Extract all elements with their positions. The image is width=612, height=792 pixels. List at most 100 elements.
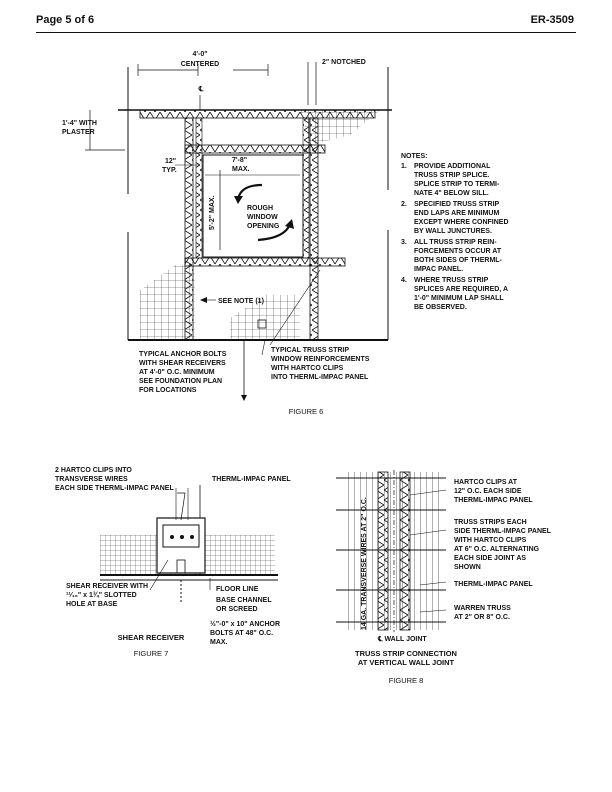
figure-7-title: SHEAR RECEIVER [118,633,185,642]
arrow-head [234,196,243,204]
figure-8-title-1: TRUSS STRIP CONNECTION [355,649,457,658]
jamb-truss [195,117,203,259]
figure-7-caption: FIGURE 7 [134,649,169,658]
note-4-num: 4. [401,277,407,284]
base-channel-1: BASE CHANNEL [216,597,272,604]
figure-6-caption: FIGURE 6 [289,407,324,416]
hartco-label-1: HARTCO CLIPS AT [454,479,518,486]
wire-mesh [300,110,380,145]
truss-strip-2: WINDOW REINFORCEMENTS [271,356,370,363]
transverse-wires-label: 14 GA. TRANSVERSE WIRES AT 2" O.C. [361,497,368,630]
anchor-bolts-4: SEE FOUNDATION PLAN [139,378,222,385]
arrow-head [285,219,294,229]
note-4-line: WHERE TRUSS STRIP [414,277,489,284]
typ-label-1: 12" [165,158,176,165]
wall-joint-label: ℄ WALL JOINT [377,635,427,643]
figure-8-title-2: AT VERTICAL WALL JOINT [358,658,455,667]
note-1-line: PROVIDE ADDITIONAL [414,163,491,170]
figure-7: 2 HARTCO CLIPS INTO TRANSVERSE WIRES EAC… [55,467,291,658]
note-2-line: BY WALL JUNCTURES. [414,228,492,235]
notched-label: 2" NOTCHED [322,59,366,66]
rough-opening-2: WINDOW [247,214,278,221]
plaster-label-1: 1'-4" WITH [62,120,97,127]
anchor-bolts-1: TYPICAL ANCHOR BOLTS [139,351,227,358]
header-rule [36,32,576,33]
jamb-truss [302,117,310,259]
wall-edge [127,67,389,340]
wire-mesh [230,295,300,340]
max-width-1: 7'-8" [232,157,247,164]
note-1-num: 1. [401,163,407,170]
typ-label-2: TYP. [162,167,177,174]
clips-label-1: 2 HARTCO CLIPS INTO [55,467,132,474]
truss-strip-1: TYPICAL TRUSS STRIP [271,347,349,354]
truss-strips-6: SHOWN [454,564,481,571]
note-2-line: SPECIFIED TRUSS STRIP [414,201,500,208]
note-2-line: EXCEPT WHERE CONFINED [414,219,509,226]
report-number: ER-3509 [530,14,574,26]
note-4-line: 1'-0" MINIMUM LAP SHALL [414,295,504,302]
jamb-truss-right [309,117,319,341]
notes-title: NOTES: [401,153,427,160]
truss-strip [399,471,411,631]
clips-label-2: TRANSVERSE WIRES [55,476,128,483]
figure-6: 4'-0" CENTERED 2" NOTCHED ℄ 1'-4" WITH P… [62,51,509,416]
see-note-label: SEE NOTE (1) [218,298,264,305]
note-3-line: FORCEMENTS OCCUR AT [414,248,502,255]
truss-strips-1: TRUSS STRIPS EACH [454,519,527,526]
note-3-line: BOTH SIDES OF THERML- [414,257,503,264]
rough-opening-1: ROUGH [247,205,273,212]
note-1-line: TRUSS STRIP SPLICE. [414,172,489,179]
floor-line-label: FLOOR LINE [216,586,259,593]
shear-receiver-label-2: ¹¹⁄₁₆" x 1¾" SLOTTED [66,591,137,599]
truss-strip [377,471,389,631]
base-channel-2: OR SCREED [216,606,258,613]
anchor-label-3: MAX. [210,639,228,646]
rough-opening-3: OPENING [247,223,280,230]
truss-strips-4: AT 6" O.C. ALTERNATING [454,546,540,553]
page-number: Page 5 of 6 [36,14,95,26]
max-height-label: 5'-2" MAX. [209,195,216,230]
wire-mesh [140,265,195,340]
warren-label-2: AT 2" OR 8" O.C. [454,614,510,621]
shear-receiver-label-3: HOLE AT BASE [66,601,118,608]
note-2-line: END LAPS ARE MINIMUM [414,210,499,217]
note-2-num: 2. [401,201,407,208]
anchor-label-2: BOLTS AT 48" O.C. [210,630,273,637]
anchor-bolts-2: WITH SHEAR RECEIVERS [139,360,226,367]
figure-8-caption: FIGURE 8 [389,676,424,685]
note-3-line: ALL TRUSS STRIP REIN- [414,239,497,246]
note-4-line: BE OBSERVED. [414,304,467,311]
panel-label: THERML-IMPAC PANEL [212,476,291,483]
panel-label: THERML-IMPAC PANEL [454,581,533,588]
truss-strip-4: INTO THERML-IMPAC PANEL [271,374,369,381]
note-4-line: SPLICES ARE REQUIRED, A [414,286,508,293]
hartco-label-3: THERML-IMPAC PANEL [454,497,533,504]
note-1-line: NATE 4" BELOW SILL. [414,190,489,197]
truss-strip-3: WITH HARTCO CLIPS [271,365,344,372]
anchor-bolts-5: FOR LOCATIONS [139,387,197,394]
note-3-line: IMPAC PANEL. [414,266,463,273]
warren-label-1: WARREN TRUSS [454,605,511,612]
plaster-label-2: PLASTER [62,129,95,136]
note-3-num: 3. [401,239,407,246]
clips-label-3: EACH SIDE THERML-IMPAC PANEL [55,485,174,492]
transverse-wires [343,472,443,630]
dim-centered-2: CENTERED [181,61,220,68]
truss-strips-2: SIDE THERML-IMPAC PANEL [454,528,552,535]
truss-strips-5: EACH SIDE JOINT AS [454,555,526,562]
centerline-symbol: ℄ [198,85,204,93]
anchor-bolts-3: AT 4'-0" O.C. MINIMUM [139,369,215,376]
max-width-2: MAX. [232,166,250,173]
dim-centered-1: 4'-0" [192,51,207,58]
shear-receiver-label-1: SHEAR RECEIVER WITH [66,583,148,590]
anchor-bolt [257,319,267,329]
truss-strips-3: WITH HARTCO CLIPS [454,537,527,544]
note-1-line: SPLICE STRIP TO TERMI- [414,181,500,188]
anchor-label-1: ½"-0" x 10" ANCHOR [210,620,280,628]
hartco-label-2: 12" O.C. EACH SIDE [454,488,522,495]
truss-strip [139,109,376,119]
sill-truss [184,257,346,267]
jamb-truss-left [184,117,194,341]
